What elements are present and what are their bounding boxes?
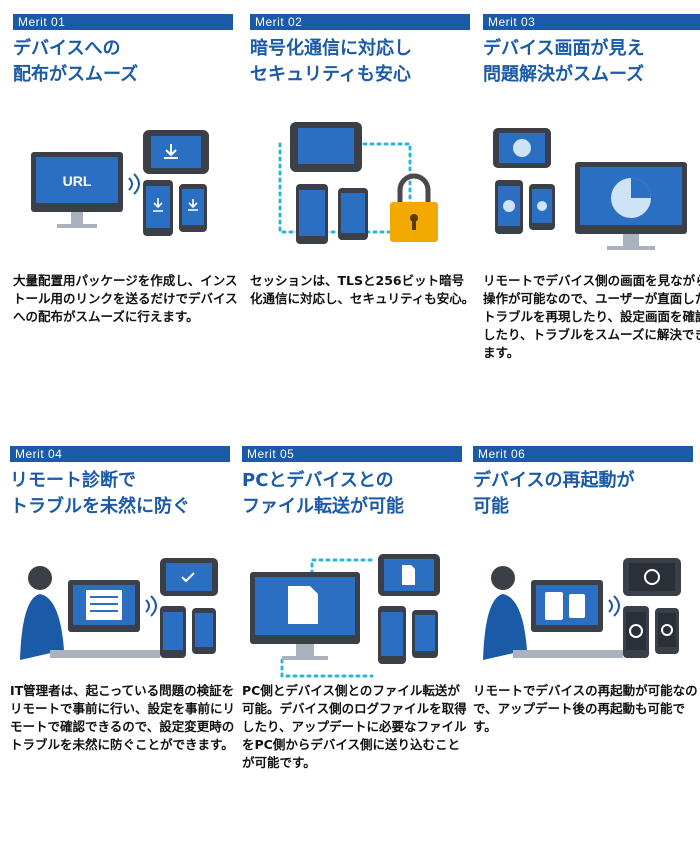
merit-description: PC側とデバイス側とのファイル転送が可能。デバイス側のログファイルを取得したり、…: [242, 683, 467, 770]
merit-card-02: Merit 02 暗号化通信に対応し セキュリティも安心 セッションは、TLSと…: [250, 14, 474, 404]
merit-title: デバイス画面が見え 問題解決がスムーズ: [483, 38, 645, 85]
merit-title: デバイスへの 配布がスムーズ: [13, 38, 139, 85]
merit-tag: Merit 06: [473, 446, 693, 462]
merit-title: デバイスの再起動が 可能: [473, 470, 635, 517]
merit-tag: Merit 02: [250, 14, 470, 30]
merit-tag: Merit 05: [242, 446, 462, 462]
merit-title: リモート診断で トラブルを未然に防ぐ: [10, 470, 190, 517]
merit-description: リモートでデバイスの再起動が可能なので、アップデート後の再起動も可能です。: [473, 683, 698, 734]
merit-description: リモートでデバイス側の画面を見ながら操作が可能なので、ユーザーが直面したトラブル…: [483, 273, 700, 360]
merit-title: PCとデバイスとの ファイル転送が可能: [242, 470, 404, 517]
remote-diagnosis-illustration: [20, 558, 218, 660]
lock-icon: [397, 173, 431, 202]
distribution-illustration: URL: [31, 130, 209, 236]
merit-title: 暗号化通信に対応し セキュリティも安心: [250, 38, 412, 85]
merit-tag: Merit 01: [13, 14, 233, 30]
merit-card-04: Merit 04 リモート診断で トラブルを未然に防ぐ IT管理者は、起こってい…: [10, 446, 235, 836]
merit-description: 大量配置用パッケージを作成し、インストール用のリンクを送るだけでデバイスへの配布…: [13, 273, 238, 324]
url-label: URL: [63, 173, 92, 189]
file-transfer-illustration: [250, 554, 440, 678]
merit-card-06: Merit 06 デバイスの再起動が 可能 リモートでデバイスの再起動が可能なの…: [473, 446, 698, 836]
merit-description: IT管理者は、起こっている問題の検証をリモートで事前に行い、設定を事前にリモート…: [10, 683, 236, 752]
screen-share-illustration: [493, 128, 687, 250]
merit-card-01: Merit 01 デバイスへの 配布がスムーズ URL 大量配置用パッケージを作…: [13, 14, 238, 404]
power-icon: [644, 569, 660, 585]
merit-tag: Merit 04: [10, 446, 230, 462]
merit-tag: Merit 03: [483, 14, 700, 30]
reboot-illustration: [483, 558, 681, 660]
security-illustration: [278, 122, 438, 244]
merit-description: セッションは、TLSと256ビット暗号化通信に対応し、セキュリティも安心。: [250, 273, 475, 306]
merit-card-05: Merit 05 PCとデバイスとの ファイル転送が可能 PC側とデバイス側との…: [242, 446, 467, 836]
merit-card-03: Merit 03 デバイス画面が見え 問題解決がスムーズ リモートでデバイス側の…: [483, 14, 700, 404]
